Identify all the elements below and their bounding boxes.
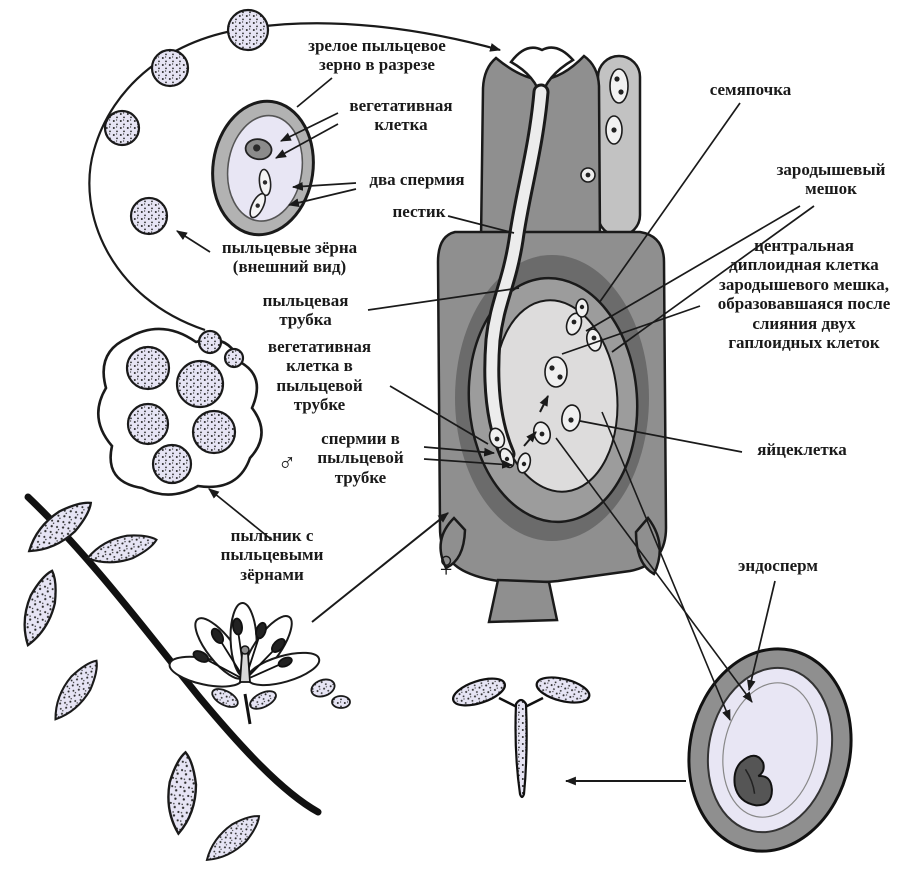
stamens	[192, 617, 293, 679]
label-pistil: пестик	[392, 202, 446, 221]
label-embryo-sac: зародышевый мешок	[776, 160, 886, 199]
label-mature-pollen-grain-section: зрелое пыльцевое зерно в разрезе	[308, 36, 446, 75]
pollen-grain-section-illustration	[211, 99, 315, 237]
male-symbol: ♂	[277, 450, 297, 477]
label-pollen-grains-external: пыльцевые зёрна (внешний вид)	[221, 238, 358, 277]
flower-illustration	[168, 602, 351, 725]
pollen-cycle-arc	[88, 8, 502, 332]
label-vegetative-cell-in-tube: вегетативная клетка в пыльцевой трубке	[267, 337, 372, 415]
label-egg-cell: яйцеклетка	[757, 440, 847, 459]
central-cell	[544, 356, 568, 388]
sperm-movement-arrows	[523, 395, 549, 447]
female-symbol: ♀	[432, 544, 460, 584]
anther-illustration	[96, 327, 263, 496]
seed-endosperm-illustration	[687, 647, 853, 853]
pollen-tube-canal	[486, 86, 547, 460]
label-vegetative-cell: вегетативная клетка	[349, 96, 453, 135]
label-two-sperms: два спермия	[369, 170, 465, 189]
label-pollen-tube: пыльцевая трубка	[262, 291, 349, 330]
label-ovule: семяпочка	[709, 80, 792, 99]
embryo-in-seed	[733, 754, 773, 807]
flowering-branch-illustration	[14, 491, 351, 870]
seedling-illustration	[451, 676, 591, 799]
label-endosperm: эндосперм	[738, 556, 818, 575]
pistil-illustration	[436, 46, 668, 624]
leader-lines	[296, 77, 815, 453]
embryo-sac-cells	[488, 298, 603, 474]
pollen-grains	[103, 8, 270, 236]
label-anther-with-pollen-grains: пыльник с пыльцевыми зёрнами	[220, 526, 324, 584]
label-central-diploid-cell: центральная диплоидная клетка зародышево…	[717, 236, 891, 352]
arrow-lines	[176, 112, 776, 786]
label-sperms-in-tube: спермии в пыльцевой трубке	[317, 429, 404, 487]
pistil-stalk	[487, 578, 559, 624]
